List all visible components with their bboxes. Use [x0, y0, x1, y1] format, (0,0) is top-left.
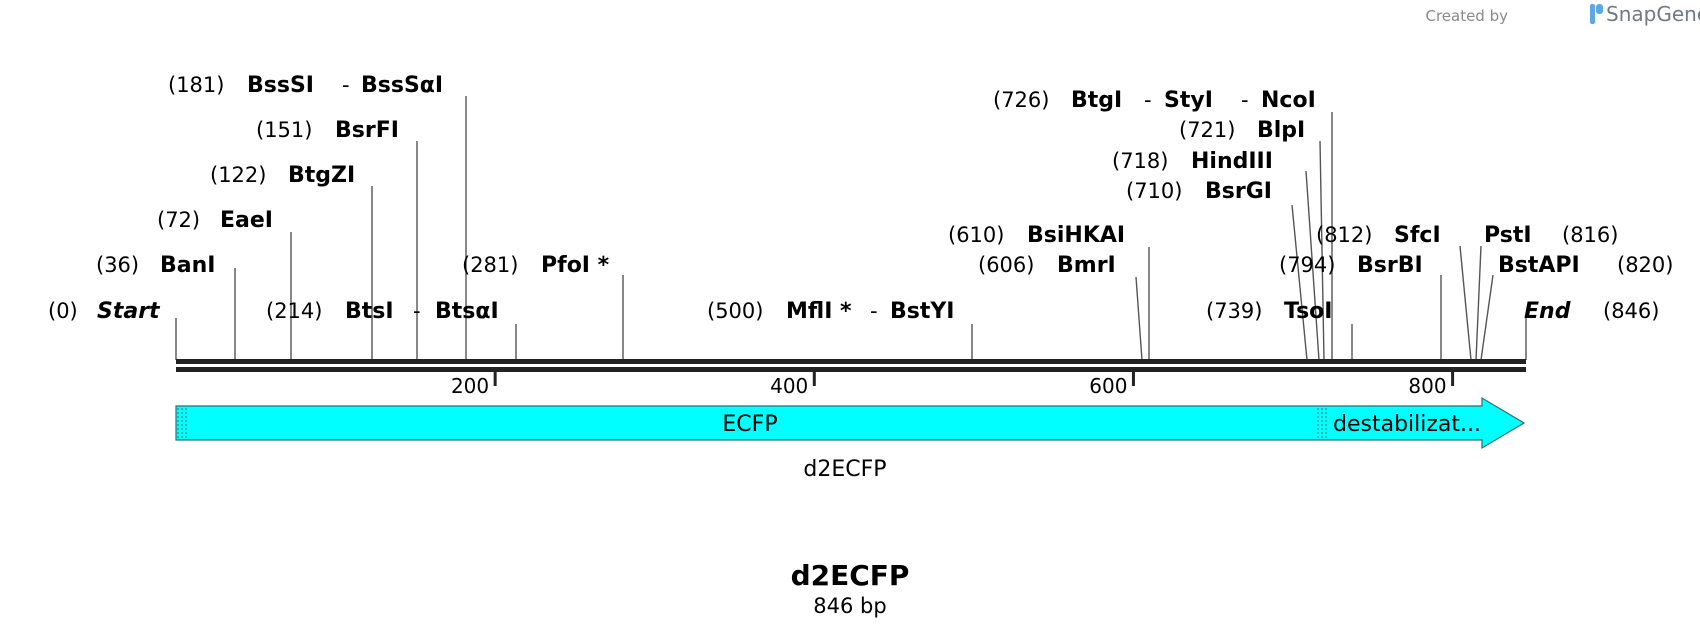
site-position: (500) [707, 299, 763, 323]
site-enzyme: End [1524, 299, 1571, 324]
site-label-end: End (846) [1524, 299, 1659, 324]
site-position: (816) [1562, 223, 1618, 247]
site-position: (812) [1316, 223, 1372, 247]
leader-blpi [1319, 140, 1325, 361]
site-label-bsrfi: (151) BsrFI [256, 118, 399, 143]
site-enzyme: SfcI [1394, 223, 1441, 248]
site-enzyme: BstYI [890, 299, 955, 324]
site-position: (820) [1617, 253, 1673, 277]
site-label-start: (0) Start [48, 299, 161, 324]
site-enzyme: Start [97, 299, 161, 324]
site-position: (718) [1112, 149, 1168, 173]
site-position: (181) [168, 73, 224, 97]
site-enzyme: TsoI [1284, 299, 1332, 324]
site-enzyme: BtgZI [288, 163, 355, 188]
site-position: (122) [210, 163, 266, 187]
site-position: (72) [157, 208, 200, 232]
ruler-tick-label: 600 [1089, 374, 1127, 398]
site-label-psti: PstI (816) [1484, 223, 1618, 248]
site-enzyme: StyI [1164, 88, 1213, 113]
snapgene-brand-text: SnapGene [1606, 2, 1700, 26]
site-position: (846) [1603, 299, 1659, 323]
leader-sfci [1459, 245, 1472, 361]
dna-backbone [176, 359, 1526, 372]
site-label-sfci: (812) SfcI [1316, 223, 1441, 248]
site-label-bmri: (606) BmrI [978, 253, 1116, 278]
site-label-btgi: (726)BtgI-StyI-NcoI [993, 88, 1316, 113]
snapgene-credit: Created by SnapGene [1425, 2, 1700, 26]
site-position: (606) [978, 253, 1034, 277]
site-position: (726) [993, 88, 1049, 112]
site-label-bsrbi: (794) BsrBI [1279, 253, 1423, 278]
site-label-mfli: (500)MflI *-BstYI [707, 299, 955, 324]
site-position: (710) [1126, 179, 1182, 203]
ruler-tick-label: 800 [1408, 374, 1446, 398]
site-enzyme: BtsαI [435, 299, 499, 324]
site-position: (281) [462, 253, 518, 277]
feature-arrow[interactable]: ECFP destabilizat... [175, 396, 1526, 450]
site-enzyme: NcoI [1261, 88, 1316, 113]
site-enzyme: HindIII [1191, 149, 1273, 174]
site-position: (0) [48, 299, 78, 323]
site-enzyme: BlpI [1257, 118, 1305, 143]
feature-label-ecfp: ECFP [722, 412, 777, 437]
leader-bmri [1135, 276, 1143, 361]
site-enzyme: BstAPI [1498, 253, 1580, 278]
leader-hindiii [1305, 170, 1320, 361]
feature-arrow-shape[interactable] [175, 396, 1526, 450]
ruler-tick-label: 200 [451, 374, 489, 398]
site-enzyme: BtsI [345, 299, 394, 324]
site-position: (739) [1206, 299, 1262, 323]
snapgene-logo-icon [1590, 4, 1603, 24]
site-enzyme: PstI [1484, 223, 1532, 248]
feature-caption: d2ECFP [803, 457, 886, 482]
ruler-ticks: 200 400 600 800 [451, 372, 1455, 398]
leader-psti [1475, 245, 1482, 361]
ruler-tick-label: 400 [770, 374, 808, 398]
site-label-eaei: (72) EaeI [157, 208, 273, 233]
site-enzyme: BssSI [247, 73, 314, 98]
site-enzyme: BtgI [1071, 88, 1122, 113]
site-enzyme: EaeI [220, 208, 273, 233]
site-enzyme: PfoI * [541, 253, 610, 278]
site-enzyme: BsrBI [1357, 253, 1423, 278]
site-enzyme: MflI * [786, 299, 852, 324]
site-position: (214) [266, 299, 322, 323]
site-position: (36) [96, 253, 139, 277]
sequence-length: 846 bp [813, 594, 886, 618]
site-label-btsi: (214)BtsI-BtsαI [266, 299, 499, 324]
site-label-tsoi: (739) TsoI [1206, 299, 1332, 324]
leader-bsrgi [1291, 204, 1308, 361]
site-enzyme: BsiHKAI [1027, 223, 1125, 248]
site-enzyme: BmrI [1057, 253, 1116, 278]
site-label-btgzi: (122) BtgZI [210, 163, 355, 188]
site-enzyme: BanI [160, 253, 215, 278]
site-label-hindiii: (718) HindIII [1112, 149, 1273, 174]
site-enzyme: BsrGI [1205, 179, 1272, 204]
site-label-bstapi: BstAPI (820) [1498, 253, 1673, 278]
feature-label-destabilization: destabilizat... [1333, 412, 1481, 437]
site-enzyme: BsrFI [335, 118, 399, 143]
site-leader-lines [175, 96, 1527, 361]
site-label-pfoi: (281) PfoI * [462, 253, 610, 278]
site-position: (610) [948, 223, 1004, 247]
site-label-bsssi: (181)BssSI-BssSαI [168, 73, 443, 98]
sequence-title: d2ECFP [791, 559, 910, 592]
created-by-text: Created by [1425, 7, 1508, 25]
site-label-bsrgi: (710) BsrGI [1126, 179, 1272, 204]
site-enzyme: BssSαI [361, 73, 443, 98]
site-label-bani: (36) BanI [96, 253, 215, 278]
site-label-bsihkai: (610) BsiHKAI [948, 223, 1125, 248]
site-labels: (0) Start (36) BanI (72) EaeI (122) BtgZI (1… [48, 73, 1673, 324]
site-position: (151) [256, 118, 312, 142]
leader-bstapi [1480, 274, 1494, 361]
site-position: (794) [1279, 253, 1335, 277]
site-label-blpi: (721) BlpI [1179, 118, 1305, 143]
site-position: (721) [1179, 118, 1235, 142]
